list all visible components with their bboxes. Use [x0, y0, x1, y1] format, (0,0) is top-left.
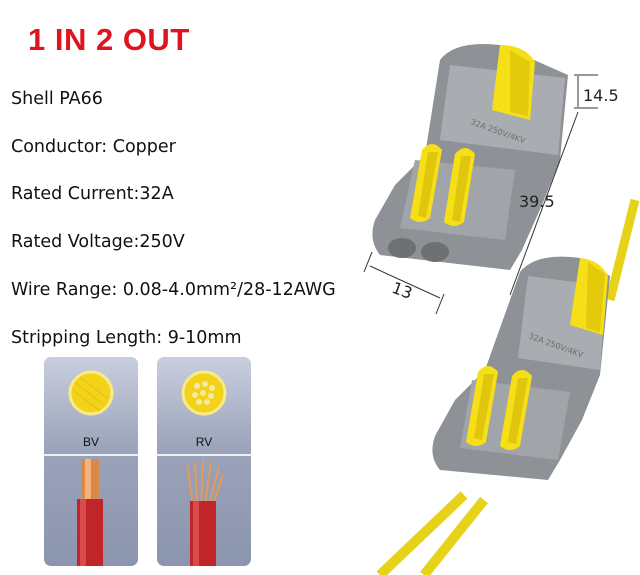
- card-separator: [157, 454, 251, 456]
- bv-wire-illustration: [68, 370, 114, 566]
- spec-conductor: Conductor: Copper: [11, 137, 176, 157]
- rv-wire-illustration: [181, 370, 227, 566]
- connector-illustration: 32A 250V/4KV 32A 250V/4KV: [363, 44, 640, 575]
- headline: 1 IN 2 OUT: [28, 22, 190, 57]
- card-separator: [44, 454, 138, 456]
- connector-top: 32A 250V/4KV: [372, 44, 568, 270]
- dimension-length: 39.5: [519, 192, 555, 211]
- spec-rated-voltage: Rated Voltage:250V: [11, 232, 185, 252]
- wire-type-label: BV: [82, 435, 99, 449]
- yellow-wire: [376, 198, 640, 575]
- spec-rated-current: Rated Current:32A: [11, 184, 174, 204]
- connector-bottom: 32A 250V/4KV: [432, 256, 610, 480]
- spec-stripping-length: Stripping Length: 9-10mm: [11, 328, 242, 348]
- wire-card-rv: RV: [157, 357, 251, 566]
- dimension-lines: [363, 74, 598, 315]
- spec-shell: Shell PA66: [11, 89, 103, 109]
- wire-card-bv: BV: [44, 357, 138, 566]
- wire-type-label: RV: [195, 435, 213, 449]
- dimension-height: 14.5: [583, 86, 619, 105]
- spec-wire-range: Wire Range: 0.08-4.0mm²/28-12AWG: [11, 280, 336, 300]
